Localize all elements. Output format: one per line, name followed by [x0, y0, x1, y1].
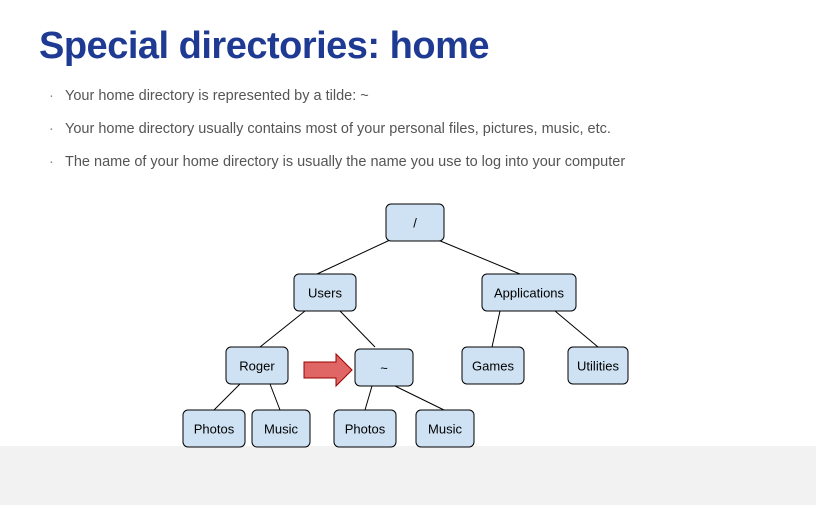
bullet-marker: · [49, 88, 54, 104]
bullet-text: The name of your home directory is usual… [65, 154, 626, 170]
bullet-marker: · [49, 121, 54, 137]
node-home-label: ~ [380, 361, 388, 376]
node-roger-music-label: Music [264, 422, 298, 437]
edge-users-home [339, 310, 376, 348]
node-applications-label: Applications [494, 286, 565, 301]
node-users-label: Users [308, 286, 342, 301]
node-home-photos: Photos [333, 409, 397, 448]
edge-root-applications [437, 239, 521, 275]
node-roger: Roger [225, 346, 289, 385]
edge-applications-games [491, 310, 501, 348]
node-games: Games [461, 346, 525, 385]
bullet-item: · Your home directory usually contains m… [49, 121, 625, 154]
red-arrow-icon [303, 352, 353, 388]
edge-root-users [316, 239, 391, 275]
bullet-text: Your home directory is represented by a … [65, 88, 369, 104]
node-root: / [385, 203, 445, 242]
slide-title: Special directories: home [39, 25, 490, 67]
node-home-music-label: Music [428, 422, 462, 437]
node-roger-music: Music [251, 409, 311, 448]
node-home: ~ [354, 348, 414, 387]
node-users: Users [293, 273, 357, 312]
footer-band [0, 446, 816, 505]
bullet-item: · Your home directory is represented by … [49, 88, 625, 121]
edge-roger-photos [213, 383, 241, 411]
node-home-music: Music [415, 409, 475, 448]
edge-applications-utilities [554, 310, 599, 348]
bullet-list: · Your home directory is represented by … [49, 88, 625, 187]
bullet-marker: · [49, 154, 54, 170]
edge-home-music [394, 385, 445, 411]
node-roger-label: Roger [239, 359, 275, 374]
node-roger-photos: Photos [182, 409, 246, 448]
edge-roger-music [269, 383, 281, 411]
node-utilities-label: Utilities [577, 359, 619, 374]
node-applications: Applications [481, 273, 577, 312]
node-roger-photos-label: Photos [194, 422, 235, 437]
node-utilities: Utilities [567, 346, 629, 385]
edge-users-roger [259, 310, 306, 348]
bullet-text: Your home directory usually contains mos… [65, 121, 611, 137]
node-games-label: Games [472, 359, 514, 374]
node-root-label: / [413, 216, 417, 231]
bullet-item: · The name of your home directory is usu… [49, 154, 625, 187]
node-home-photos-label: Photos [345, 422, 386, 437]
edge-home-photos [364, 385, 373, 411]
